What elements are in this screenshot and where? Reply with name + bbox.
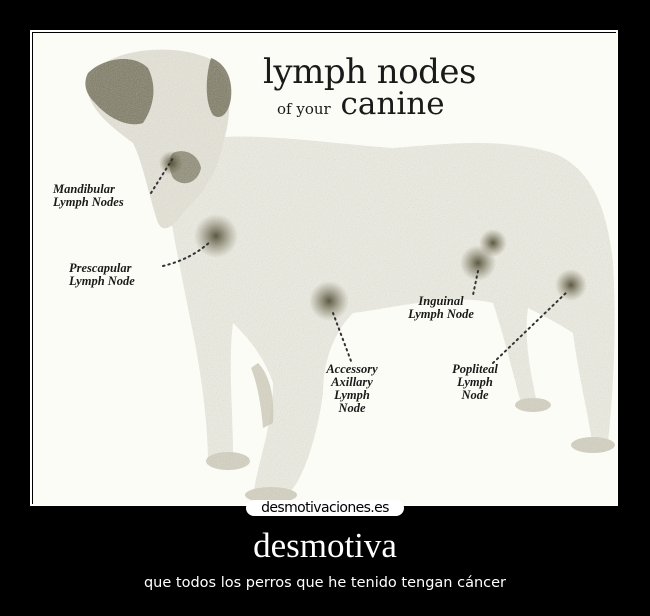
- poster-title-prefix: of your: [277, 100, 331, 118]
- poster-image: lymph nodes of your canine Mandibular Ly…: [33, 33, 617, 505]
- poster-title-line2: of your canine: [277, 89, 476, 124]
- label-mandibular: Mandibular Lymph Nodes: [53, 183, 124, 209]
- label-text: Accessory: [326, 362, 378, 376]
- label-text: Prescapular: [69, 261, 132, 275]
- label-text: Lymph Nodes: [53, 195, 124, 209]
- label-prescapular: Prescapular Lymph Node: [69, 262, 135, 288]
- poster-title-canine: canine: [340, 86, 445, 122]
- label-text: Lymph: [334, 388, 370, 402]
- label-text: Lymph Node: [69, 274, 135, 288]
- label-text: Inguinal: [418, 294, 464, 308]
- label-text: Axillary: [331, 375, 373, 389]
- poster-title: lymph nodes of your canine: [263, 52, 477, 124]
- site-watermark: desmotivaciones.es: [246, 500, 404, 516]
- leader-lines: [150, 157, 569, 364]
- caption-title: desmotiva: [253, 526, 397, 565]
- label-text: Lymph: [457, 375, 493, 389]
- label-accessory-axillary: Accessory Axillary Lymph Node: [317, 363, 387, 415]
- label-text: Node: [338, 401, 366, 415]
- label-text: Popliteal: [452, 362, 498, 376]
- dog-illustration: [85, 49, 615, 503]
- label-text: Mandibular: [53, 182, 115, 196]
- caption-subtitle: que todos los perros que he tenido tenga…: [143, 575, 507, 591]
- poster-title-line1: lymph nodes: [263, 52, 477, 92]
- label-inguinal: Inguinal Lymph Node: [395, 295, 487, 321]
- label-popliteal: Popliteal Lymph Node: [436, 363, 514, 402]
- label-text: Node: [461, 388, 489, 402]
- label-text: Lymph Node: [408, 307, 474, 321]
